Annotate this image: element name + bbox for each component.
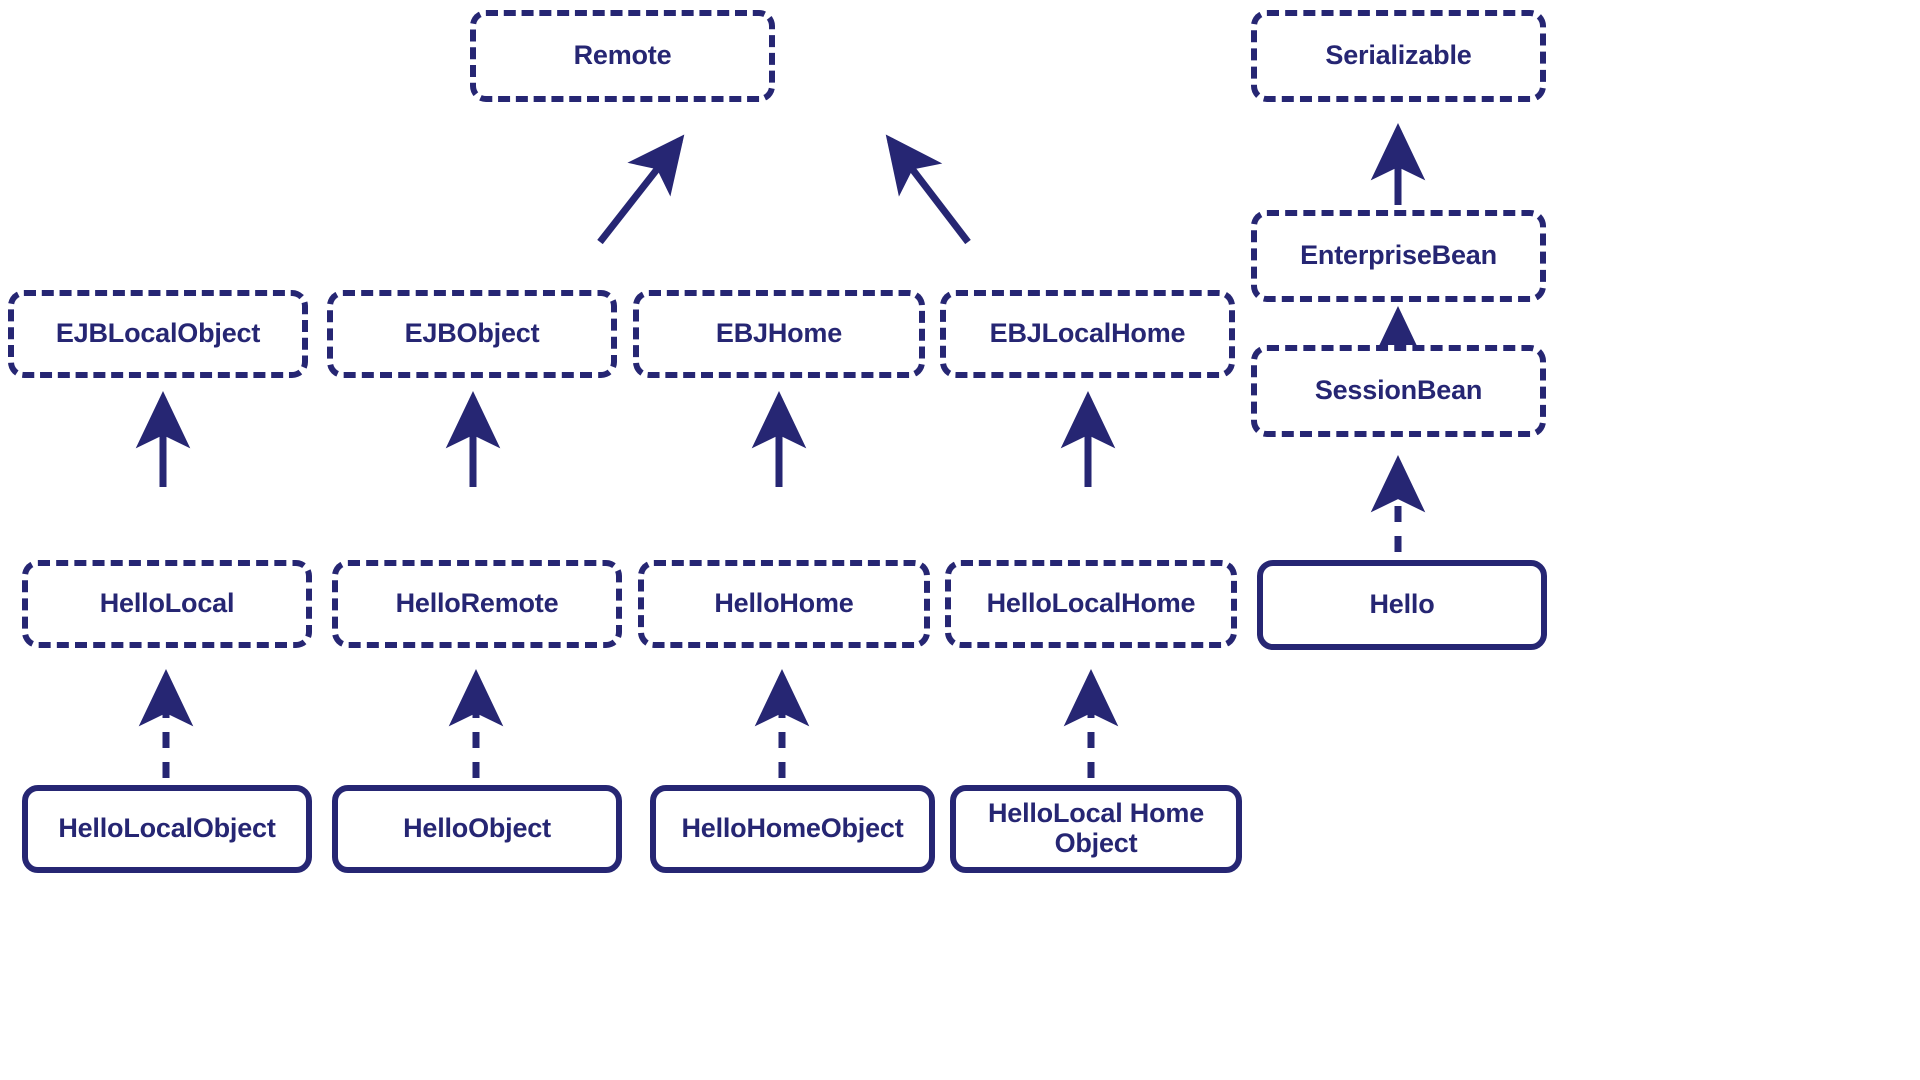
node-hellolocal[interactable]: HelloLocal (22, 560, 312, 648)
node-serializable[interactable]: Serializable (1251, 10, 1546, 102)
edge-ebjhome-to-remote (885, 134, 971, 245)
node-label: HelloHomeObject (681, 813, 904, 844)
node-label: Hello (1369, 589, 1435, 620)
node-label: HelloLocalHome (986, 588, 1196, 619)
node-enterprisebean[interactable]: EnterpriseBean (1251, 210, 1546, 302)
node-hellolocalhomeobj[interactable]: HelloLocal Home Object (950, 785, 1242, 873)
node-helloremote[interactable]: HelloRemote (332, 560, 622, 648)
node-remote[interactable]: Remote (470, 10, 775, 102)
node-label: EJBObject (404, 318, 540, 349)
node-label: EnterpriseBean (1300, 240, 1497, 271)
node-label: Remote (573, 40, 672, 71)
node-hello[interactable]: Hello (1257, 560, 1547, 650)
node-label: SessionBean (1314, 375, 1483, 406)
node-sessionbean[interactable]: SessionBean (1251, 345, 1546, 437)
node-label: Serializable (1325, 40, 1472, 71)
node-helloobject[interactable]: HelloObject (332, 785, 622, 873)
node-label: HelloLocal Home Object (987, 798, 1205, 858)
node-label: HelloRemote (395, 588, 559, 619)
edge-ejbobject-to-remote (597, 134, 685, 245)
node-label: EBJHome (715, 318, 843, 349)
node-label: HelloObject (403, 813, 551, 844)
node-hellohome[interactable]: HelloHome (638, 560, 930, 648)
node-label: HelloLocalObject (58, 813, 276, 844)
node-label: HelloHome (714, 588, 854, 619)
node-hellohomeobject[interactable]: HelloHomeObject (650, 785, 935, 873)
node-hellolocalobject[interactable]: HelloLocalObject (22, 785, 312, 873)
node-ebjlocalhome[interactable]: EBJLocalHome (940, 290, 1235, 378)
node-ebjhome[interactable]: EBJHome (633, 290, 925, 378)
node-ejbobject[interactable]: EJBObject (327, 290, 617, 378)
node-label: HelloLocal (99, 588, 235, 619)
node-label: EJBLocalObject (55, 318, 261, 349)
node-hellolocalhome[interactable]: HelloLocalHome (945, 560, 1237, 648)
node-ejblocalobject[interactable]: EJBLocalObject (8, 290, 308, 378)
node-label: EBJLocalHome (989, 318, 1186, 349)
